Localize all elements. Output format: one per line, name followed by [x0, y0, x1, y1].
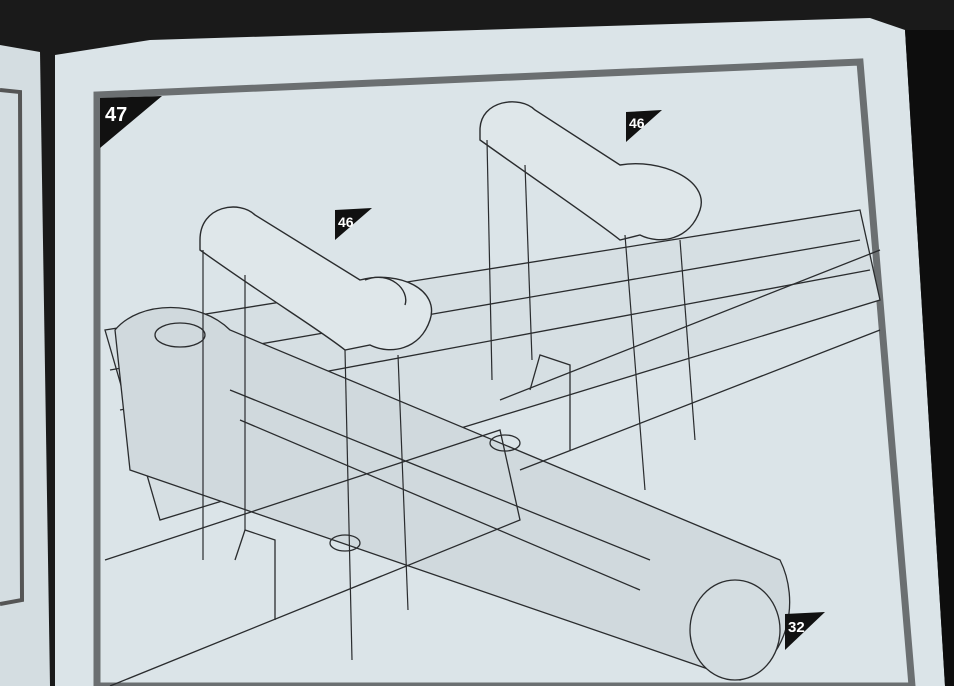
- callout-part-46-left: 46: [335, 208, 372, 240]
- svg-text:46: 46: [338, 214, 354, 230]
- step-number: 47: [105, 104, 127, 126]
- assembly-drawing: [104, 209, 881, 686]
- svg-text:46: 46: [629, 115, 645, 131]
- left-nacelle-part: [199, 206, 433, 351]
- callout-part-46-right: 46: [626, 110, 662, 142]
- left-page-frame: [0, 88, 25, 606]
- svg-text:32: 32: [788, 619, 805, 636]
- background: [905, 30, 954, 686]
- left-page: [0, 45, 50, 686]
- step-frame: [93, 58, 916, 686]
- step-number-badge: 47: [100, 96, 162, 148]
- right-nacelle-part: [479, 101, 702, 241]
- callout-part-32: 32: [785, 612, 825, 650]
- assembly-arrows: [202, 139, 696, 661]
